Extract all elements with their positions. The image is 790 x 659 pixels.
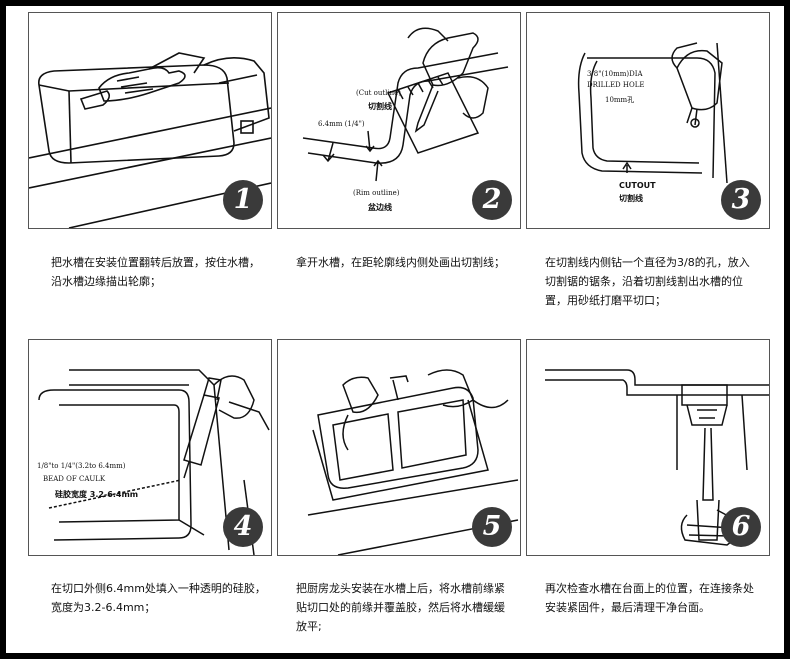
step-number-badge: 2 <box>472 180 512 220</box>
drilled-hole-label: DRILLED HOLE <box>587 81 645 89</box>
step-1-caption: 把水槽在安装位置翻转后放置，按住水槽，沿水槽边缘描出轮廓； <box>51 256 260 288</box>
step-5-illustration: 5 <box>277 339 521 556</box>
step-3-caption: 在切割线内侧钻一个直径为3/8的孔，放入切割锯的锯条，沿着切割线割出水槽的位置，… <box>545 256 750 307</box>
step-number-badge: 1 <box>223 180 263 220</box>
step-3-illustration: 3/8"(10mm)DIA DRILLED HOLE 10mm孔 CUTOUT … <box>526 12 770 229</box>
lower-sink-drawing <box>307 369 519 555</box>
cut-outline-drawing: (Cut outline) 切割线 6.4mm (1/4") (Rim outl… <box>302 27 509 212</box>
hole-cn-label: 10mm孔 <box>605 96 634 104</box>
hole-size-label: 3/8"(10mm)DIA <box>587 70 644 78</box>
step-number-badge: 5 <box>472 507 512 547</box>
step-1-illustration: 1 <box>28 12 272 229</box>
bead-cn-label: 硅胶宽度 3.2-6.4mm <box>55 489 138 499</box>
step-6-illustration: 6 <box>526 339 770 556</box>
step-2-caption: 拿开水槽，在距轮廓线内侧处画出切割线； <box>296 256 505 269</box>
step-4-caption: 在切口外侧6.4mm处填入一种透明的硅胶，宽度为3.2-6.4mm； <box>51 582 266 614</box>
step-number-badge: 3 <box>721 180 761 220</box>
dimension-label: 6.4mm (1/4") <box>318 120 365 128</box>
step-number-badge: 6 <box>721 507 761 547</box>
step-number-badge: 4 <box>223 507 263 547</box>
cutout-label-cn: 切割线 <box>619 193 643 203</box>
fasteners-drawing <box>545 369 769 546</box>
step-2-illustration: (Cut outline) 切割线 6.4mm (1/4") (Rim outl… <box>277 12 521 229</box>
rim-outline-label-cn: 盆边线 <box>367 202 392 212</box>
cutout-label-en: CUTOUT <box>619 181 656 190</box>
drill-hole-drawing: 3/8"(10mm)DIA DRILLED HOLE 10mm孔 CUTOUT … <box>577 42 728 203</box>
cut-outline-label-cn: 切割线 <box>368 101 392 111</box>
rim-outline-label-en: (Rim outline) <box>353 189 400 197</box>
sheet-background: 1 <box>6 6 784 653</box>
bead-size-label: 1/8"to 1/4"(3.2to 6.4mm) <box>37 462 126 470</box>
cut-outline-label-en: (Cut outline) <box>356 89 401 97</box>
step-4-illustration: 1/8"to 1/4"(3.2to 6.4mm) BEAD OF CAULK 硅… <box>28 339 272 556</box>
step-5-caption: 把厨房龙头安装在水槽上后，将水槽前缘紧贴切口处的前缘并覆盖胶，然后将水槽缓缓放平… <box>296 582 505 633</box>
step-6-caption: 再次检查水槽在台面上的位置，在连接条处安装紧固件，最后清理干净台面。 <box>545 582 754 614</box>
bead-en-label: BEAD OF CAULK <box>43 475 106 483</box>
sink-flip-drawing <box>29 52 271 228</box>
